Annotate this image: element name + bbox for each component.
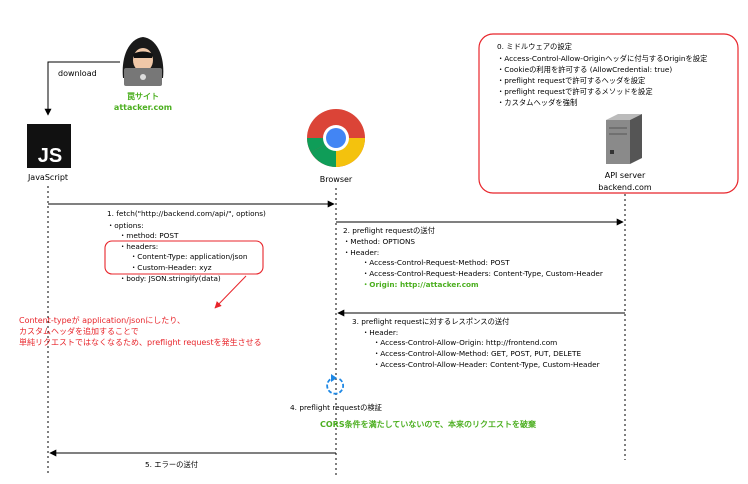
verify-result: CORS条件を満たしていないので、本来のリクエストを破棄: [320, 419, 537, 429]
note-line: カスタムヘッダを追加することで: [19, 326, 139, 336]
preflight-origin: ・Origin: http://attacker.com: [362, 280, 479, 289]
server-icon: [606, 114, 642, 164]
fetch-line: ・method: POST: [119, 231, 179, 240]
response-line: ・Access-Control-Allow-Method: GET, POST,…: [373, 349, 581, 358]
setting-item: ・preflight requestで許可するメソッドを設定: [497, 87, 653, 96]
preflight-line: ・Method: OPTIONS: [343, 237, 415, 246]
note-line: 単純リクエストではなくなるため、preflight requestを発生させる: [19, 337, 262, 347]
verify-title: 4. preflight requestの検証: [290, 403, 383, 412]
response-line: ・Access-Control-Allow-Header: Content-Ty…: [373, 360, 600, 369]
refresh-icon: [326, 374, 344, 395]
setting-item: ・Cookieの利用を許可する (AllowCredential: true): [497, 65, 672, 74]
fetch-line: ・body: JSON.stringify(data): [119, 274, 221, 283]
fetch-line: ・options:: [107, 221, 144, 230]
response-line: ・Access-Control-Allow-Origin: http://fro…: [373, 338, 557, 347]
server-domain: backend.com: [598, 183, 652, 192]
hacker-icon: [122, 37, 164, 86]
preflight-line: ・Header:: [343, 248, 379, 257]
client-label: JavaScript: [27, 173, 68, 182]
chrome-browser-icon: [307, 109, 365, 167]
fetch-line: ・Custom-Header: xyz: [130, 263, 212, 272]
preflight-title: 2. preflight requestの送付: [343, 226, 435, 235]
download-label: download: [58, 69, 97, 78]
javascript-icon: [27, 124, 71, 168]
response-title: 3. preflight requestに対するレスポンスの送付: [352, 317, 509, 326]
settings-title: 0. ミドルウェアの設定: [497, 42, 572, 51]
setting-item: ・Access-Control-Allow-Originヘッダに付与するOrig…: [497, 54, 707, 63]
server-label: API server: [605, 171, 646, 180]
fetch-title: 1. fetch("http://backend.com/api/", opti…: [107, 209, 266, 218]
fetch-line: ・headers:: [119, 242, 158, 251]
response-line: ・Header:: [362, 328, 398, 337]
attacker-domain: attacker.com: [114, 103, 172, 112]
setting-item: ・カスタムヘッダを強制: [497, 98, 577, 107]
preflight-line: ・Access-Control-Request-Method: POST: [362, 258, 510, 267]
note-line: Content-typeが application/jsonにしたり、: [19, 315, 185, 325]
browser-label: Browser: [320, 175, 353, 184]
headers-highlight: [104, 240, 264, 275]
javascript-icon-text: JS: [38, 145, 62, 167]
fetch-line: ・Content-Type: application/json: [130, 252, 247, 261]
preflight-line: ・Access-Control-Request-Headers: Content…: [362, 269, 603, 278]
server-settings-box: [478, 33, 739, 194]
attacker-title: 罠サイト: [127, 91, 159, 101]
download-arrow: [44, 61, 120, 116]
error-title: 5. エラーの送付: [145, 460, 198, 469]
note-arrow: [214, 275, 247, 309]
setting-item: ・preflight requestで許可するヘッダを設定: [497, 76, 645, 85]
